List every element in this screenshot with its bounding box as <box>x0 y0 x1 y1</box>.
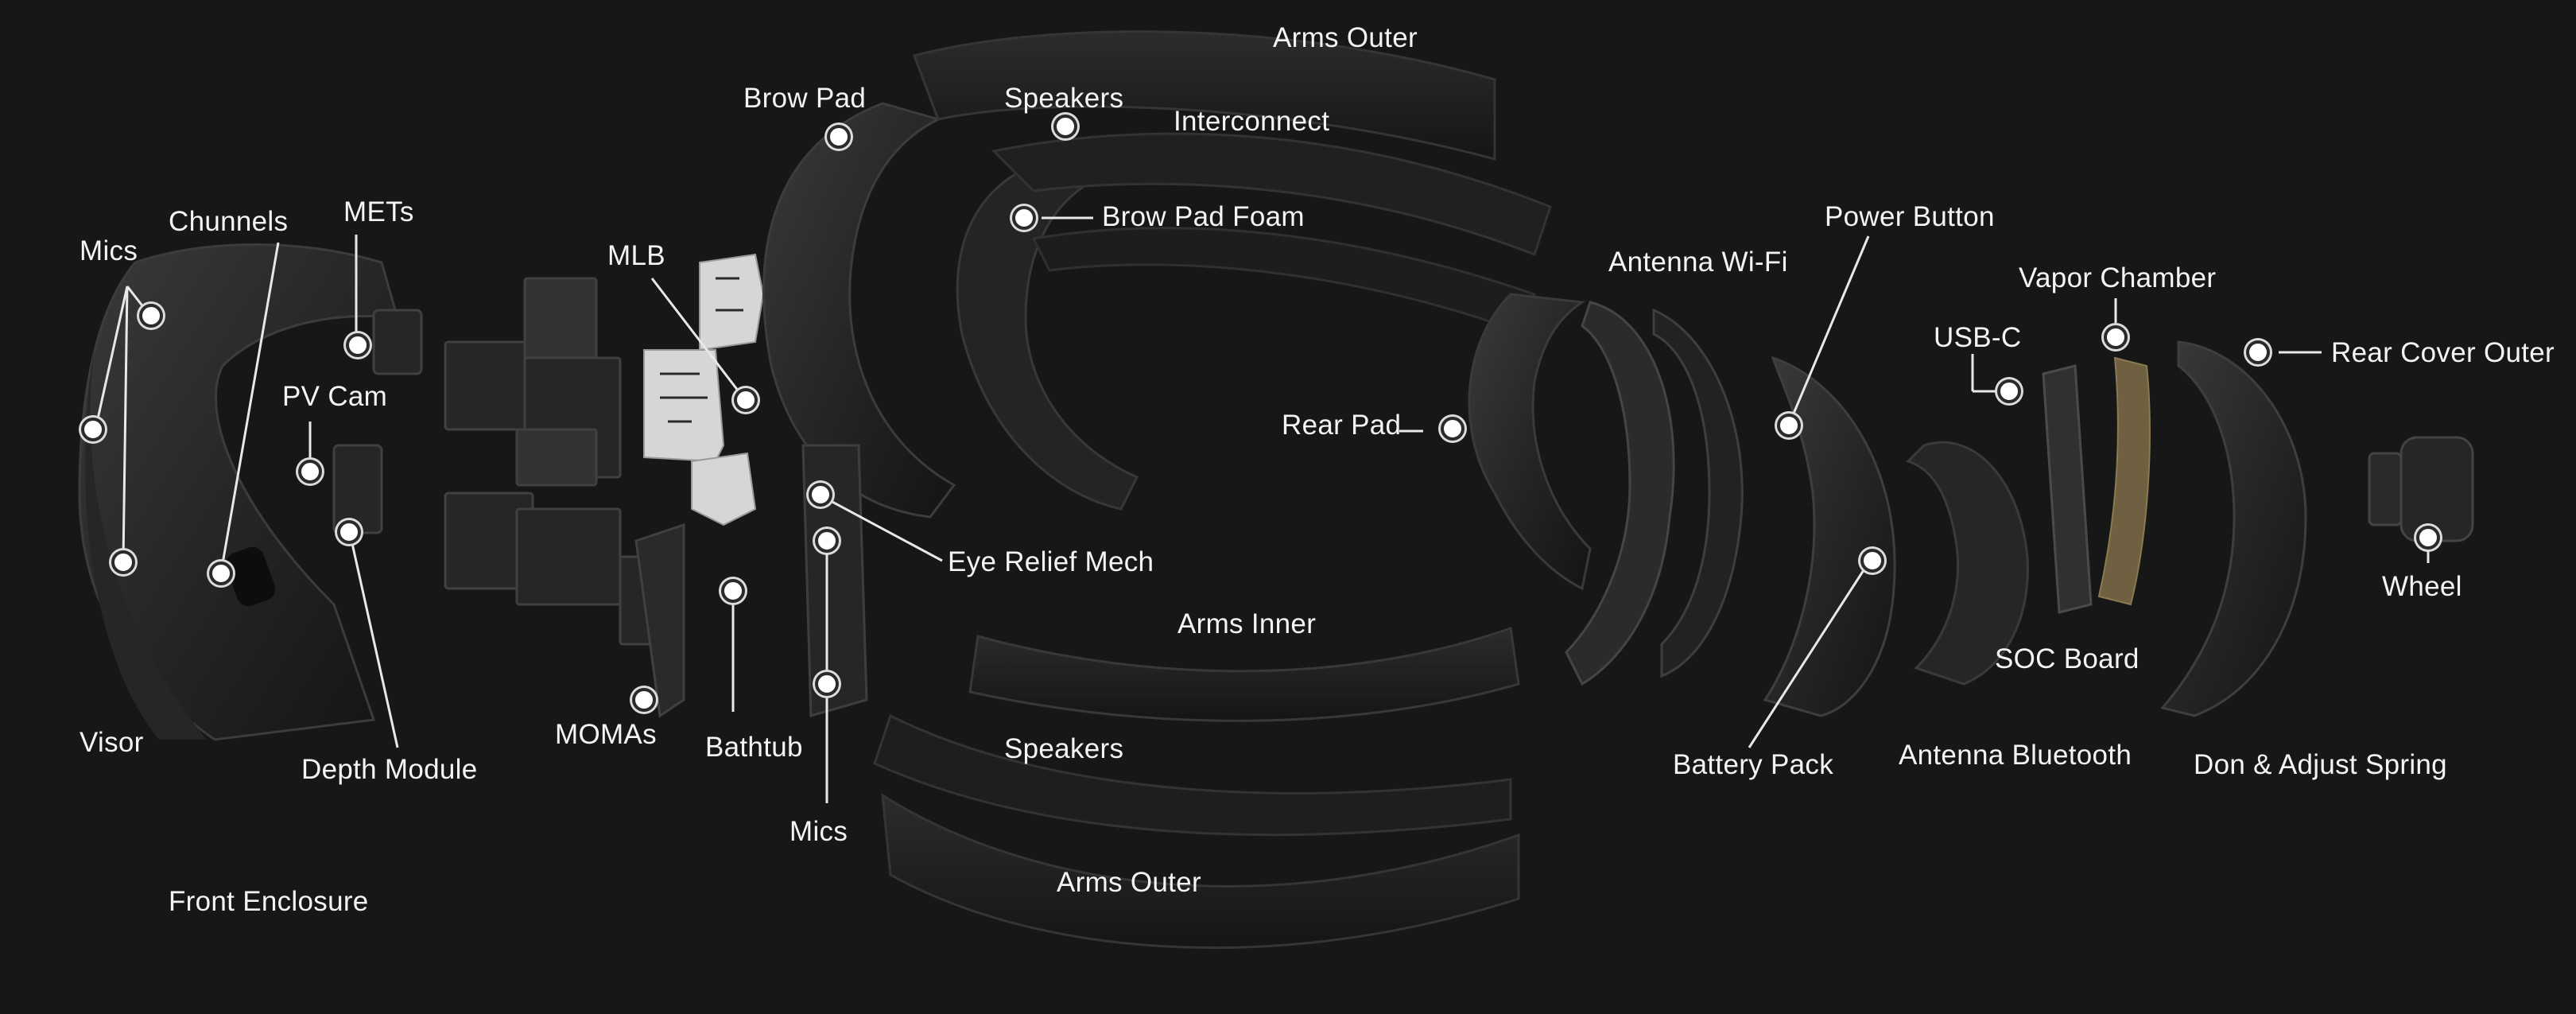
callout-dot-vapor-chamber <box>2104 325 2128 349</box>
callout-dot-rear-cover-outer <box>2246 340 2270 364</box>
soc-board-shape <box>2042 364 2093 614</box>
label-battery-pack: Battery Pack <box>1673 749 1834 780</box>
front-enclosure-shape <box>78 243 400 741</box>
label-arms-outer-bottom: Arms Outer <box>1057 867 1201 898</box>
callout-dot-eye-relief <box>809 483 832 507</box>
label-mets: METs <box>343 196 414 227</box>
interconnect-shape <box>991 132 1552 256</box>
label-mlb: MLB <box>607 240 665 271</box>
brow-pad-shape <box>762 102 956 519</box>
battery-pack-shape <box>1763 355 1896 717</box>
callout-dot-usb-c <box>1997 379 2021 403</box>
callout-dot-depth-module <box>337 520 361 544</box>
label-interconnect: Interconnect <box>1174 106 1330 137</box>
label-usb-c: USB-C <box>1934 322 2022 353</box>
callout-dot-mics-strip-upper <box>815 529 839 553</box>
arms-outer-top-shape <box>913 30 1496 161</box>
label-rear-cover-outer: Rear Cover Outer <box>2331 337 2555 368</box>
label-mics-bottom: Mics <box>789 816 848 847</box>
label-speakers-top: Speakers <box>1004 83 1124 114</box>
label-depth-module: Depth Module <box>301 754 478 785</box>
label-front-enclosure: Front Enclosure <box>169 886 369 917</box>
visor-shape <box>84 342 208 740</box>
label-brow-pad-foam: Brow Pad Foam <box>1102 201 1305 232</box>
label-rear-pad: Rear Pad <box>1282 410 1402 441</box>
sensor-modules <box>332 277 677 646</box>
callout-dot-mets <box>346 333 370 357</box>
arms-inner-shape <box>968 626 1520 722</box>
leader-lines <box>94 216 2430 803</box>
label-momas: MOMAs <box>555 719 657 750</box>
callout-dot-brow-pad <box>827 125 851 149</box>
callout-dot-brow-pad-foam <box>1012 206 1036 230</box>
wheel-shape <box>2368 436 2474 542</box>
callout-dot-mics-upper <box>139 304 163 328</box>
label-don-adjust-spring: Don & Adjust Spring <box>2194 749 2447 780</box>
label-vapor-chamber: Vapor Chamber <box>2019 262 2217 293</box>
callout-dot-pv-cam <box>298 460 322 484</box>
antenna-bluetooth-shape <box>1906 441 2029 686</box>
label-antenna-bluetooth: Antenna Bluetooth <box>1899 740 2132 771</box>
callout-dot-momas <box>632 688 656 712</box>
bathtub-shape <box>634 523 685 718</box>
callout-dot-mics-lower <box>111 550 135 574</box>
callout-dot-chunnels <box>209 561 233 585</box>
label-soc-board: SOC Board <box>1995 643 2140 674</box>
label-pv-cam: PV Cam <box>282 381 388 412</box>
rear-cover-outer-shape <box>2160 340 2307 717</box>
vapor-chamber-shape <box>2097 356 2151 606</box>
label-arms-outer-top: Arms Outer <box>1273 22 1418 53</box>
label-wheel: Wheel <box>2382 571 2462 602</box>
arms-outer-bottom-shape <box>881 793 1520 950</box>
label-antenna-wifi: Antenna Wi-Fi <box>1608 247 1788 278</box>
callout-dot-battery-pack <box>1860 549 1884 573</box>
label-speakers-bottom: Speakers <box>1004 733 1124 764</box>
callout-dot-power-button <box>1777 414 1801 437</box>
chunnel-slot <box>225 546 276 607</box>
label-power-button: Power Button <box>1825 201 1995 232</box>
label-arms-inner: Arms Inner <box>1177 608 1317 639</box>
callout-dot-wheel <box>2416 526 2440 550</box>
callout-dot-speakers-top <box>1053 115 1077 138</box>
label-bathtub: Bathtub <box>705 732 803 763</box>
rear-pad-shape <box>1468 293 1592 591</box>
label-visor: Visor <box>80 727 144 758</box>
callout-dot-mics-side <box>81 418 105 441</box>
callout-dot-mlb <box>734 388 758 412</box>
callout-dot-bathtub <box>721 579 745 603</box>
label-brow-pad: Brow Pad <box>743 83 867 114</box>
antenna-wifi-shape <box>1565 301 1675 686</box>
label-eye-relief-mech: Eye Relief Mech <box>948 546 1154 577</box>
label-mics-left: Mics <box>80 235 138 266</box>
brow-pad-foam-shape <box>956 157 1139 511</box>
speakers-bottom-shape <box>873 713 1512 837</box>
label-chunnels: Chunnels <box>169 206 289 237</box>
callout-dot-mics-strip-lower <box>815 672 839 696</box>
callout-dot-rear-pad <box>1441 417 1465 441</box>
